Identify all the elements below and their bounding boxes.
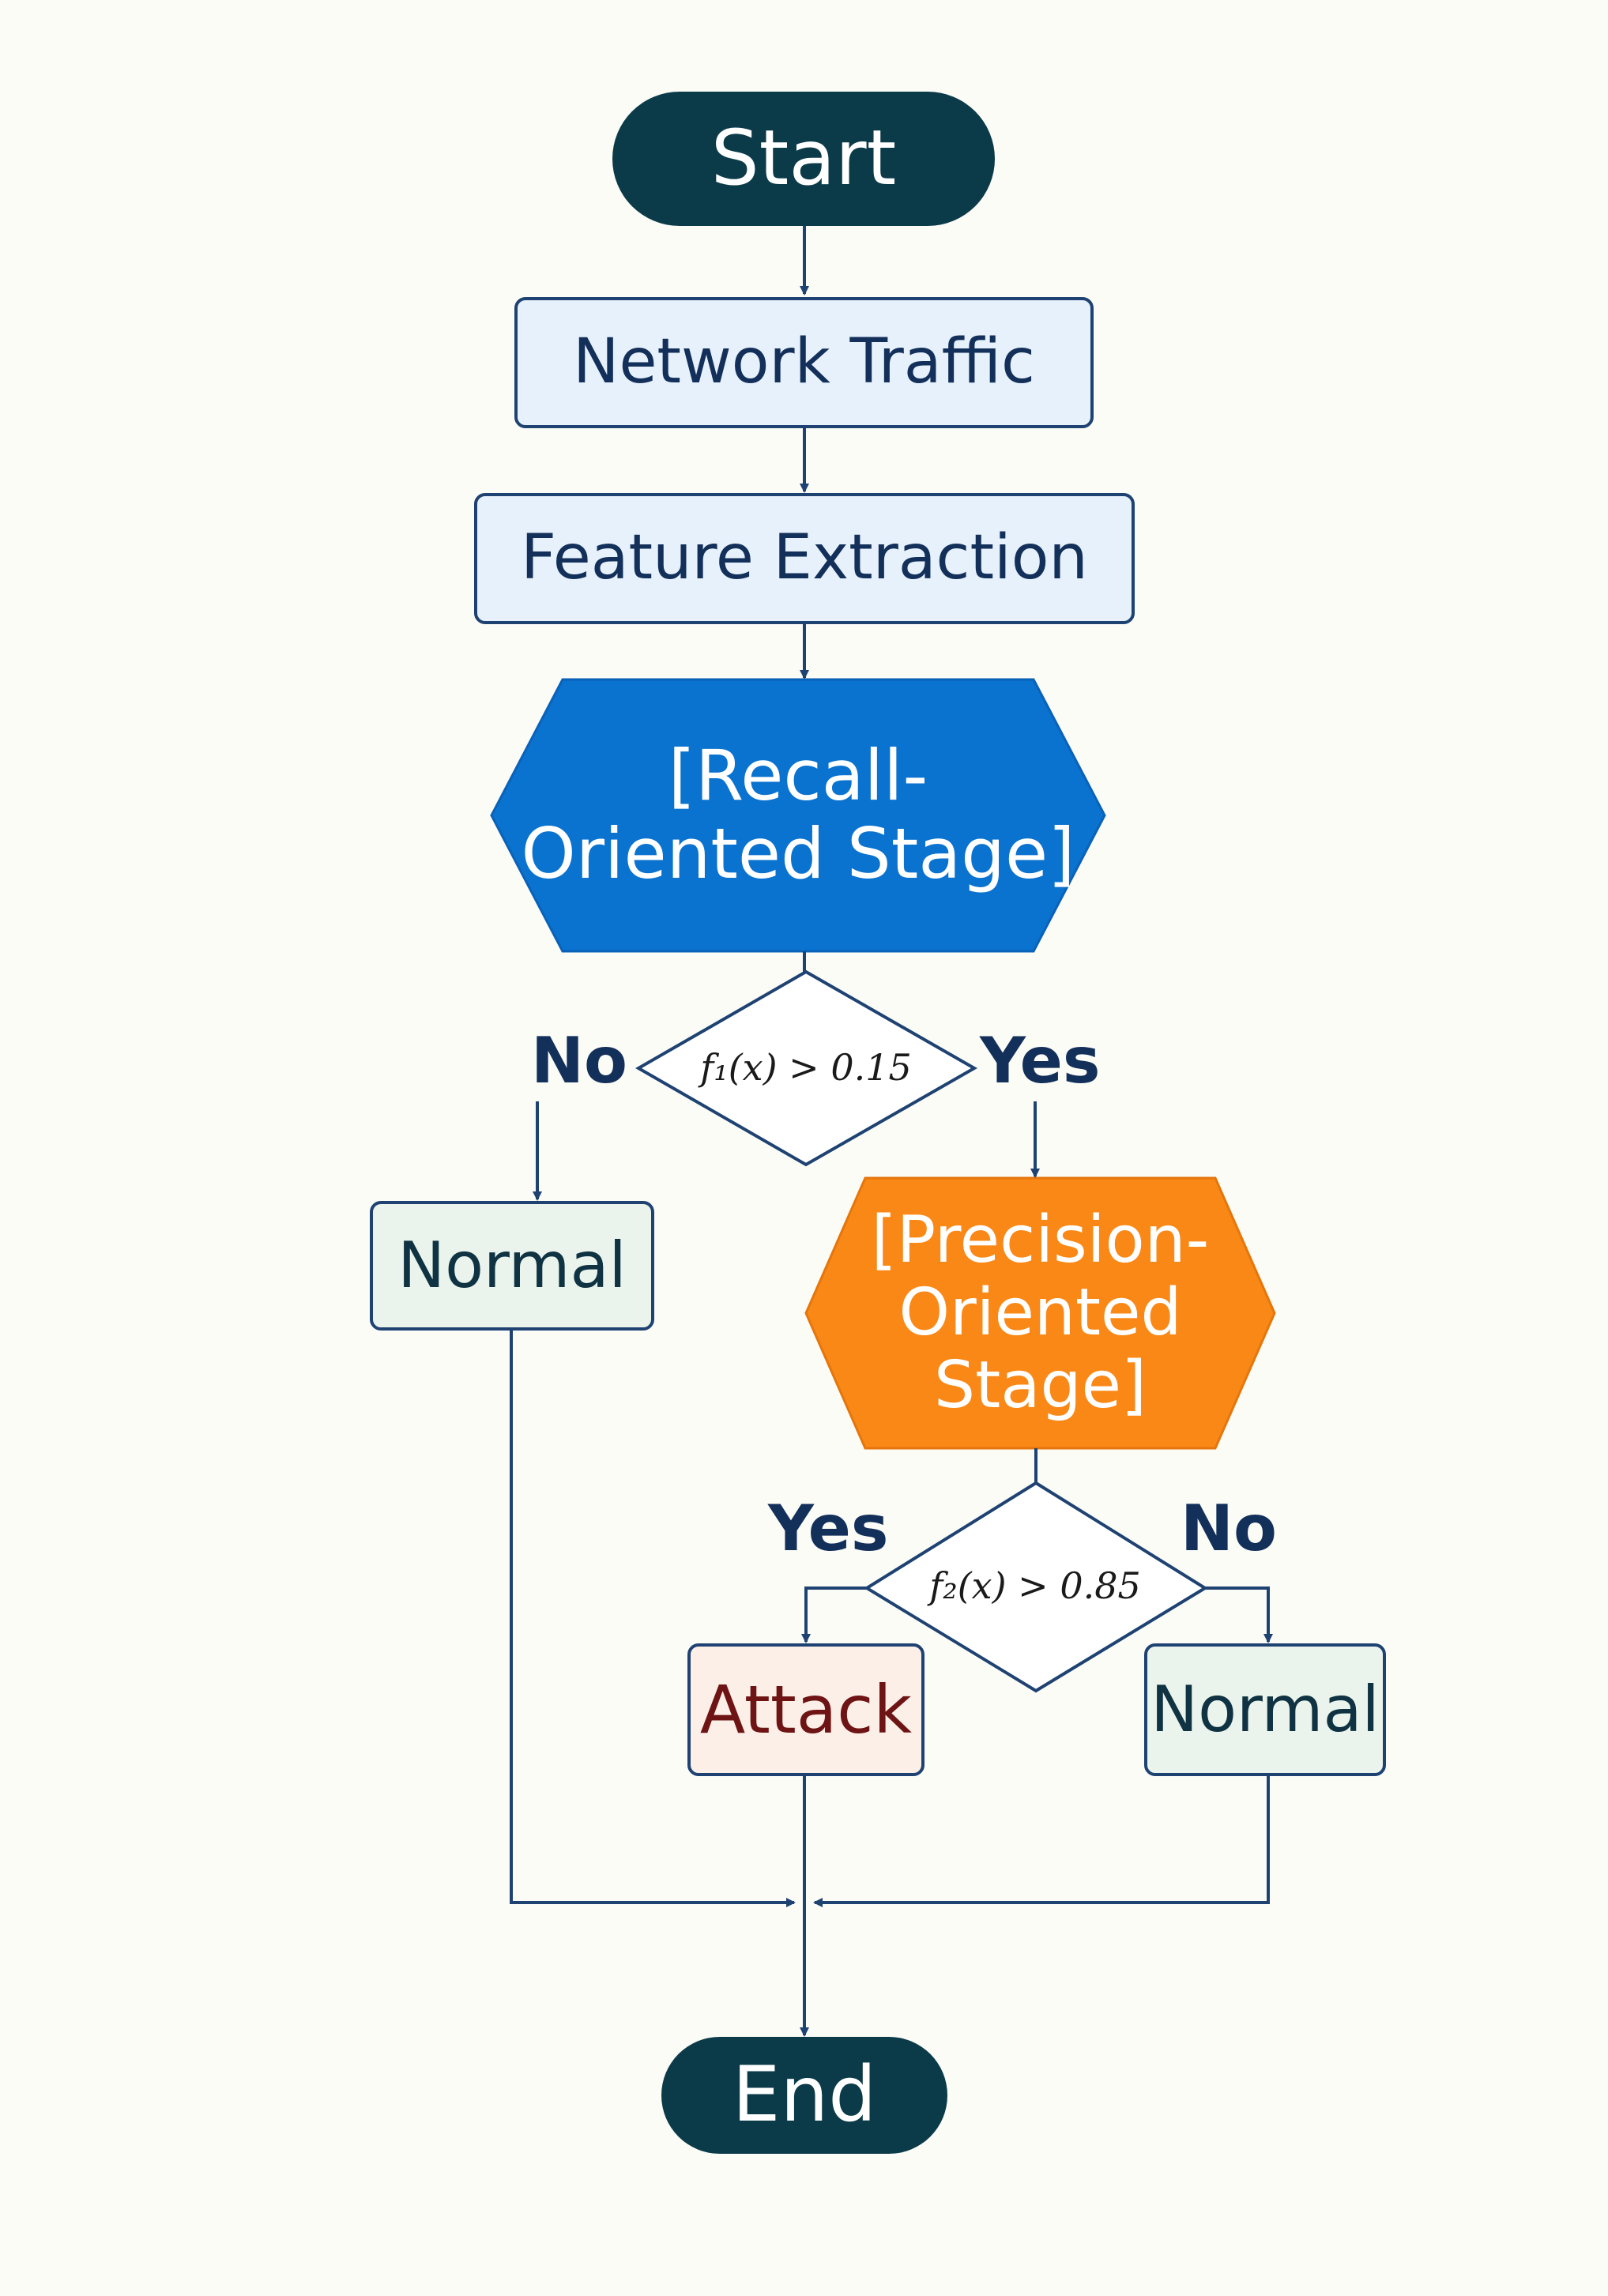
connector-normal-left-to-merge — [510, 1331, 796, 1907]
connector-normal-right-to-merge — [813, 1776, 1270, 1907]
end-terminal: End — [661, 2037, 947, 2154]
decision2-yes-label: Yes — [768, 1492, 889, 1565]
decision1-yes-label: Yes — [980, 1024, 1101, 1097]
attack-box: Attack — [687, 1643, 925, 1776]
normal-left-box: Normal — [370, 1201, 654, 1331]
decision2-condition: f₂(x) > 0.85 — [929, 1564, 1141, 1608]
decision2-no-label: No — [1181, 1492, 1277, 1565]
recall-stage-hexagon — [490, 678, 1106, 953]
decision1-diamond — [635, 969, 978, 1167]
precision-stage-hexagon — [804, 1176, 1276, 1450]
network-traffic-box: Network Traffic — [514, 297, 1094, 428]
decision1-condition: f₁(x) > 0.15 — [700, 1046, 912, 1090]
decision2-diamond — [864, 1481, 1208, 1693]
precision-stage-label: [Precision- Oriented Stage] — [871, 1203, 1210, 1423]
connector-no-to-normal-right — [1205, 1586, 1273, 1643]
decision1-no-label: No — [531, 1024, 627, 1097]
connector-yes-to-attack — [801, 1586, 867, 1643]
feature-extraction-box: Feature Extraction — [474, 493, 1135, 624]
normal-right-box: Normal — [1144, 1643, 1386, 1776]
start-terminal: Start — [612, 92, 995, 226]
recall-stage-label: [Recall- Oriented Stage] — [521, 735, 1075, 894]
